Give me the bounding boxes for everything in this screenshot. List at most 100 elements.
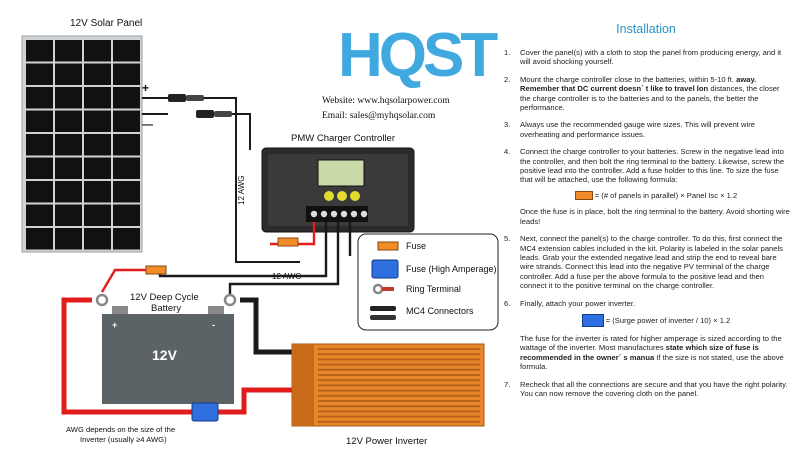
step-text: Cover the panel(s) with a cloth to stop …	[520, 48, 782, 67]
controller-display	[317, 159, 365, 187]
installation-title: Installation	[616, 22, 676, 36]
solar-cell	[55, 110, 82, 132]
heatsink-fin	[318, 389, 480, 392]
solar-cell	[26, 110, 53, 132]
step-text: Always use the recommended gauge wire si…	[520, 120, 755, 139]
terminal-screw	[360, 210, 368, 218]
step-number: 4.	[504, 147, 511, 157]
terminal-screw	[350, 210, 358, 218]
step-6: 6. Finally, attach your power inverter. …	[500, 299, 792, 372]
high-amp-fuse-icon	[191, 402, 219, 422]
mc4-connector-icon	[196, 110, 232, 118]
battery-minus: -	[212, 320, 215, 330]
fuse-icon	[277, 237, 299, 247]
fuse-icon	[574, 191, 593, 201]
solar-cell	[26, 157, 53, 179]
mc4-connector-icon	[370, 306, 396, 320]
solar-cell	[55, 204, 82, 226]
heatsink-fin	[318, 374, 480, 376]
heatsink-fin	[318, 384, 480, 387]
legend-ring-terminal: Ring Terminal	[406, 284, 461, 294]
terminal-screw	[330, 210, 338, 218]
controller-title: PMW Charger Controller	[291, 133, 395, 144]
high-amp-fuse-icon	[581, 313, 604, 327]
solar-cell	[55, 181, 82, 203]
step-number: 5.	[504, 234, 511, 244]
heatsink-fin	[318, 415, 480, 418]
solar-cell	[26, 181, 53, 203]
power-inverter	[291, 343, 485, 427]
logo-text: HQST	[338, 21, 498, 90]
solar-cell	[113, 181, 140, 203]
email-text: Email: sales@myhqsolar.com	[322, 111, 436, 121]
legend-high-amp-fuse: Fuse (High Amperage)	[406, 264, 497, 274]
solar-cell	[84, 87, 111, 109]
solar-cell	[84, 110, 111, 132]
battery-label-line2: Battery	[151, 303, 181, 314]
inverter-fuse-formula: = (Surge power of inverter / 10) × 1.2	[520, 313, 792, 327]
solar-cell	[55, 63, 82, 85]
high-amp-fuse-icon	[371, 259, 399, 279]
panel-minus-label: —	[142, 119, 153, 131]
step-text-part: Mount the charge controller close to the…	[520, 74, 737, 84]
solar-cell	[113, 157, 140, 179]
step-3: 3. Always use the recommended gauge wire…	[500, 120, 792, 139]
step-5: 5. Next, connect the panel(s) to the cha…	[500, 234, 792, 290]
heatsink-fin	[318, 394, 480, 397]
mc4-connector-icon	[168, 94, 204, 102]
step-body: Connect the charge controller to your ba…	[520, 147, 792, 226]
step-2: 2. Mount the charge controller close to …	[500, 75, 792, 113]
formula-text: = (Surge power of inverter / 10) × 1.2	[605, 315, 731, 325]
formula-text: = (# of panels in parallel) × Panel Isc …	[594, 190, 738, 200]
website-text: Website: www.hqsolarpower.com	[322, 96, 450, 106]
step-1: 1. Cover the panel(s) with a cloth to st…	[500, 48, 792, 67]
solar-cell	[113, 40, 140, 62]
step-body: Finally, attach your power inverter. = (…	[520, 299, 792, 372]
step-text: Mount the charge controller close to the…	[520, 75, 792, 113]
step-number: 1.	[504, 48, 511, 57]
step-number: 6.	[504, 298, 511, 308]
solar-cell	[26, 134, 53, 156]
ring-terminal-icon	[372, 283, 394, 295]
panel-leads	[142, 97, 300, 263]
heatsink-fin	[318, 379, 480, 382]
controller-button	[337, 191, 347, 201]
solar-cell	[113, 134, 140, 156]
step-number: 7.	[504, 379, 511, 389]
ring-terminal-icon	[223, 293, 237, 307]
hqst-logo: HQST	[334, 18, 500, 90]
heatsink-fin	[318, 400, 480, 402]
heatsink-fin	[318, 368, 480, 371]
step-note: The fuse for the inverter is rated for h…	[520, 334, 792, 372]
step-text-bold: away. Remember that DC current doesn´ t …	[520, 74, 757, 94]
battery-inverter-wires	[61, 297, 292, 415]
heatsink-fin	[318, 410, 480, 413]
controller-button	[324, 191, 334, 201]
solar-cell	[55, 87, 82, 109]
solar-cell	[84, 181, 111, 203]
step-text: Finally, attach your power inverter.	[520, 298, 636, 308]
solar-cell	[84, 63, 111, 85]
terminal-screw	[340, 210, 348, 218]
heatsink-fin	[318, 353, 480, 356]
step-text-part: If the size is not stated, use the above…	[520, 352, 784, 372]
heatsink-fin	[318, 420, 480, 423]
solar-cell	[55, 134, 82, 156]
fuse-formula: = (# of panels in parallel) × Panel Isc …	[520, 190, 792, 201]
solar-cell	[84, 204, 111, 226]
installation-panel: Installation 1. Cover the panel(s) with …	[500, 14, 792, 469]
battery: + - 12V	[102, 306, 234, 404]
solar-cell	[26, 228, 53, 250]
step-text: Recheck that all the connections are sec…	[520, 379, 788, 398]
heatsink-fin	[318, 348, 480, 350]
step-number: 2.	[504, 74, 511, 84]
ring-terminal-icon	[95, 293, 109, 307]
solar-cell	[84, 228, 111, 250]
inverter-title: 12V Power Inverter	[346, 436, 427, 447]
solar-cell	[26, 87, 53, 109]
solar-cell	[113, 87, 140, 109]
heatsink-fin	[318, 358, 480, 361]
step-text-bold: state which size of fuse is recommended …	[520, 343, 759, 362]
inverter-awg-note: AWG depends on the size of the	[66, 425, 175, 434]
heatsink-fin	[318, 405, 480, 408]
